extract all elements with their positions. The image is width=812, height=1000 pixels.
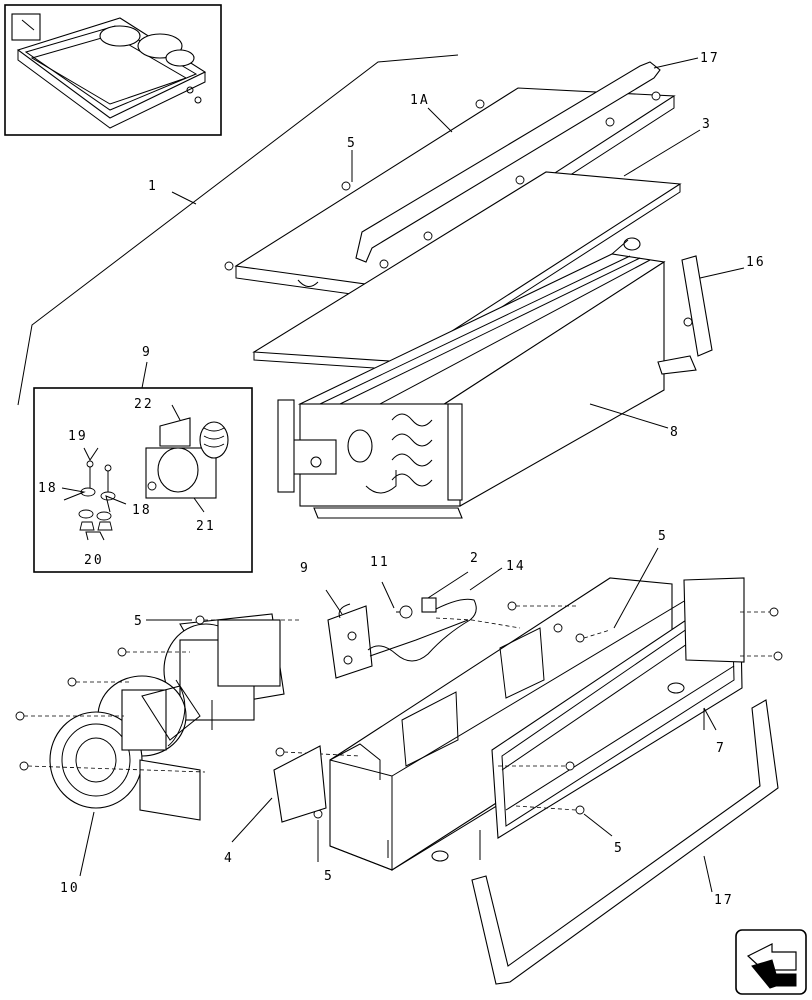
- callout-5-bottom-right: 5: [614, 841, 624, 856]
- callout-5-bottom-left: 5: [324, 869, 334, 884]
- blower-assembly: [49, 613, 285, 821]
- evaporator-core: [277, 237, 666, 507]
- callout-9-kit: 9: [142, 345, 152, 360]
- thermostat-kit-box: [33, 361, 253, 573]
- housing-screws: [275, 601, 783, 819]
- capillary-tube: [367, 597, 521, 662]
- cover-screws: [224, 91, 661, 271]
- rail-17-bottom: [471, 699, 779, 985]
- callout-10: 10: [60, 881, 80, 896]
- callout-11: 11: [370, 555, 390, 570]
- callout-21: 21: [196, 519, 216, 534]
- bracket-16: [657, 255, 713, 375]
- callout-18-left: 18: [38, 481, 58, 496]
- callout-22: 22: [134, 397, 154, 412]
- assembly-1-bracket-line: [17, 54, 459, 406]
- callout-1a: 1A: [410, 93, 430, 108]
- callout-5-housing: 5: [658, 529, 668, 544]
- callout-7: 7: [716, 741, 726, 756]
- callout-2: 2: [470, 551, 480, 566]
- callout-17-bottom: 17: [714, 893, 734, 908]
- callout-14: 14: [506, 559, 526, 574]
- access-cover-plate: [273, 745, 327, 823]
- callout-17-top: 17: [700, 51, 720, 66]
- thermostat-switch: [327, 603, 373, 679]
- callout-1: 1: [148, 179, 158, 194]
- callout-19: 19: [68, 429, 88, 444]
- main-housing: [329, 577, 745, 871]
- inset-assembled-unit: [4, 4, 222, 136]
- callout-20: 20: [84, 553, 104, 568]
- callout-5-blower: 5: [134, 614, 144, 629]
- callouts: 17 1A 3 5 1 16 9 22 19 18 18 21 20 8 9 1…: [38, 51, 766, 908]
- rail-17-top: [355, 61, 661, 263]
- next-page-arrow-icon[interactable]: [735, 929, 807, 995]
- blower-screws: [15, 615, 302, 773]
- callout-9-switch: 9: [300, 561, 310, 576]
- core-lower-rail: [313, 507, 463, 519]
- callout-8: 8: [670, 425, 680, 440]
- callout-16: 16: [746, 255, 766, 270]
- callout-3: 3: [702, 117, 712, 132]
- leader-lines: [79, 57, 745, 893]
- callout-18-right: 18: [132, 503, 152, 518]
- callout-5-top: 5: [347, 136, 357, 151]
- callout-4: 4: [224, 851, 234, 866]
